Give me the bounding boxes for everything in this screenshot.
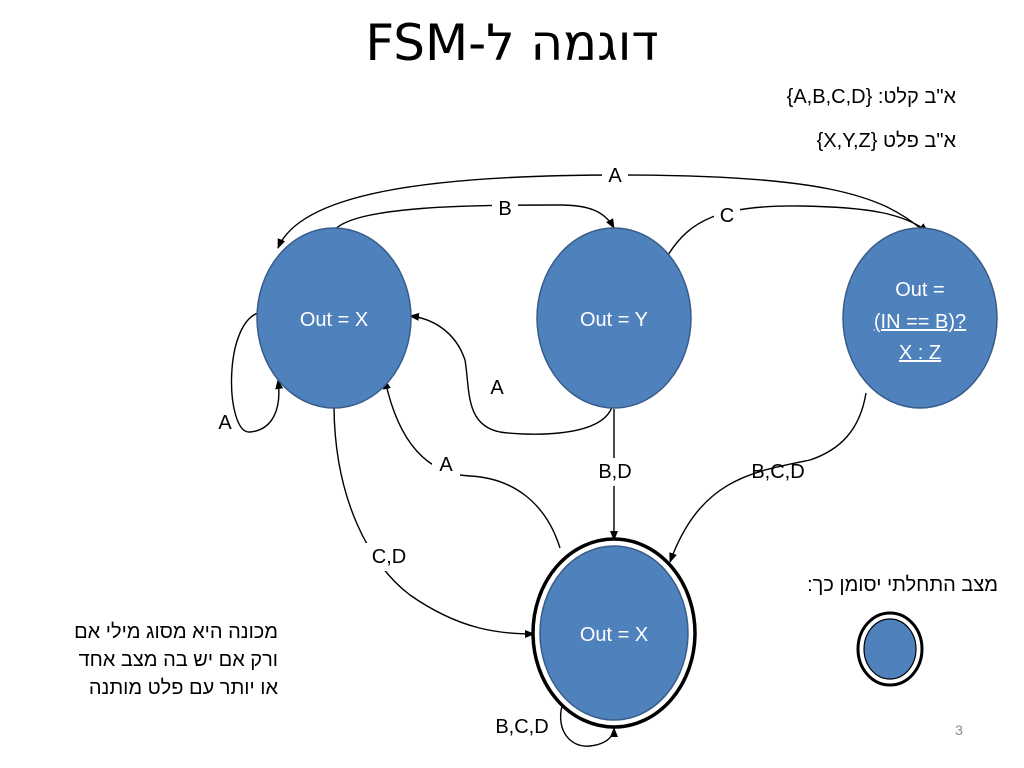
state-x-top-label: Out = X <box>300 309 368 331</box>
state-y: Out = Y <box>536 227 692 409</box>
note-line: מכונה היא מסוג מילי אם <box>74 621 278 643</box>
input-alphabet: א"ב קלט: {A,B,C,D} <box>786 86 956 108</box>
edge-x-bottom-to-x-top <box>382 379 561 549</box>
output-alphabet: א"ב פלט {X,Y,Z} <box>816 130 956 152</box>
label-y-to-x-bottom: B,D <box>598 461 631 483</box>
initial-state-legend-symbol <box>856 611 924 687</box>
label-y-to-x-top: A <box>490 377 504 399</box>
note-line: ורק אם יש בה מצב אחד <box>78 649 278 671</box>
edge-x-top-to-y <box>332 204 615 233</box>
label-conditional-to-x-bottom: B,C,D <box>751 461 804 483</box>
edge-y-to-conditional <box>667 205 929 256</box>
label-self-loop-x-top: A <box>218 412 232 434</box>
label-self-loop-x-bottom: B,C,D <box>495 716 548 738</box>
state-conditional: Out = (IN == B)? X : Z <box>842 227 998 409</box>
state-x-bottom-label: Out = X <box>580 624 648 646</box>
state-y-label: Out = Y <box>580 309 648 331</box>
initial-state-legend-label: מצב התחלתי יסומן כך: <box>807 574 998 596</box>
edge-self-loop-x-bottom <box>560 705 618 747</box>
edge-x-top-to-x-bottom <box>333 407 535 638</box>
edge-self-loop-x-top <box>230 311 284 433</box>
state-x-bottom-initial: Out = X <box>531 537 697 729</box>
mealy-machine-note: מכונה היא מסוג מילי אם ורק אם יש בה מצב … <box>74 618 278 702</box>
slide-title: דוגמה ל-FSM <box>365 14 659 72</box>
label-y-to-conditional: C <box>720 205 734 227</box>
label-x-bottom-to-x-top: A <box>439 454 453 476</box>
state-conditional-line2: (IN == B)? <box>874 311 966 333</box>
note-line: או יותר עם פלט מותנה <box>88 677 278 699</box>
label-x-top-to-x-bottom: C,D <box>372 546 406 568</box>
page-number: 3 <box>955 722 963 738</box>
state-conditional-line1: Out = <box>895 279 944 301</box>
edge-conditional-to-x-bottom <box>669 392 867 563</box>
state-x-top: Out = X <box>256 227 412 409</box>
state-conditional-line3: X : Z <box>899 342 941 364</box>
edge-y-to-x-top <box>409 312 613 435</box>
label-x-top-to-y: B <box>498 198 511 220</box>
label-conditional-to-x-top: A <box>608 165 622 187</box>
